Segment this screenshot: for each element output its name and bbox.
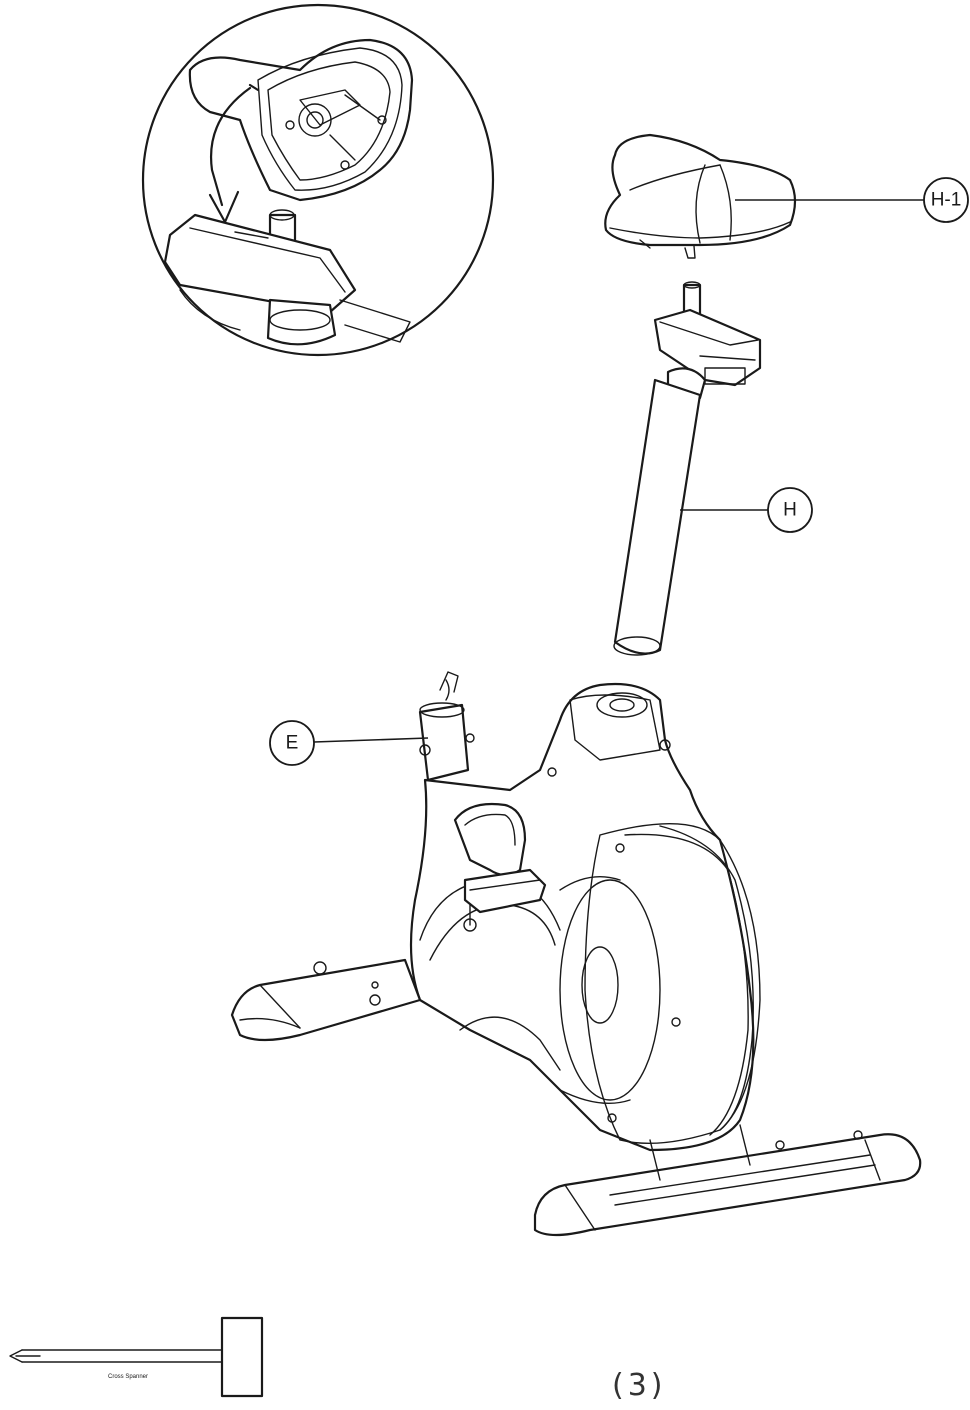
page-number: (3) [612,1368,667,1403]
callout-label-frame: E [286,733,299,754]
cross-spanner-tool: Cross Spanner [9,1316,264,1398]
callout-label-seat-post: H [783,500,797,521]
seat-post [613,281,762,656]
callout-seat-post: H [680,487,813,533]
callout-label-seat: H-1 [931,190,962,211]
callout-seat: H-1 [735,177,969,223]
detail-view-seat-mounting [141,3,495,357]
bike-frame [230,671,922,1237]
tool-label: Cross Spanner [108,1374,148,1380]
seat [604,133,797,259]
callout-frame: E [269,720,429,766]
